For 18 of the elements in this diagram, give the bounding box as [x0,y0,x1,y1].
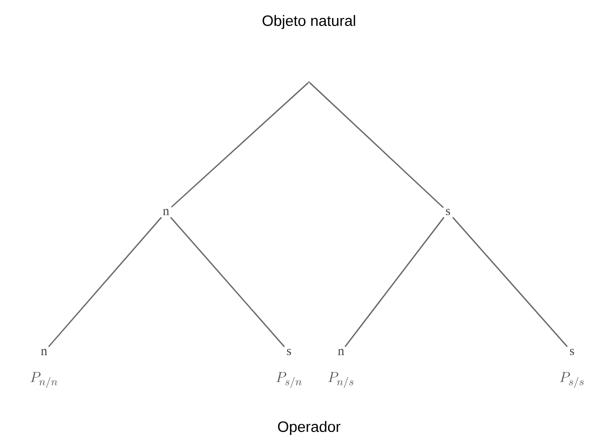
tree-node-label: s [446,208,450,216]
tree-node-label: n [41,348,48,356]
tree-branch [170,216,285,348]
tree-branch [344,216,444,348]
tree-branch [309,82,444,208]
tree-node-label: n [163,208,170,216]
tree-branch [452,216,568,348]
tree-branch [48,216,162,348]
tree-branch [171,82,309,208]
title: Objeto natural [262,15,356,29]
caption: Operador [278,421,340,435]
tree-node-label: s [570,348,574,356]
probability-label: $P_{s/n}$ [276,372,302,388]
probability-label: $P_{n/n}$ [30,372,58,388]
tree-node-label: n [338,348,344,356]
probability-label: $P_{s/s}$ [560,372,584,388]
tree-node-label: s [287,348,292,356]
probability-label: $P_{n/s}$ [328,372,354,388]
